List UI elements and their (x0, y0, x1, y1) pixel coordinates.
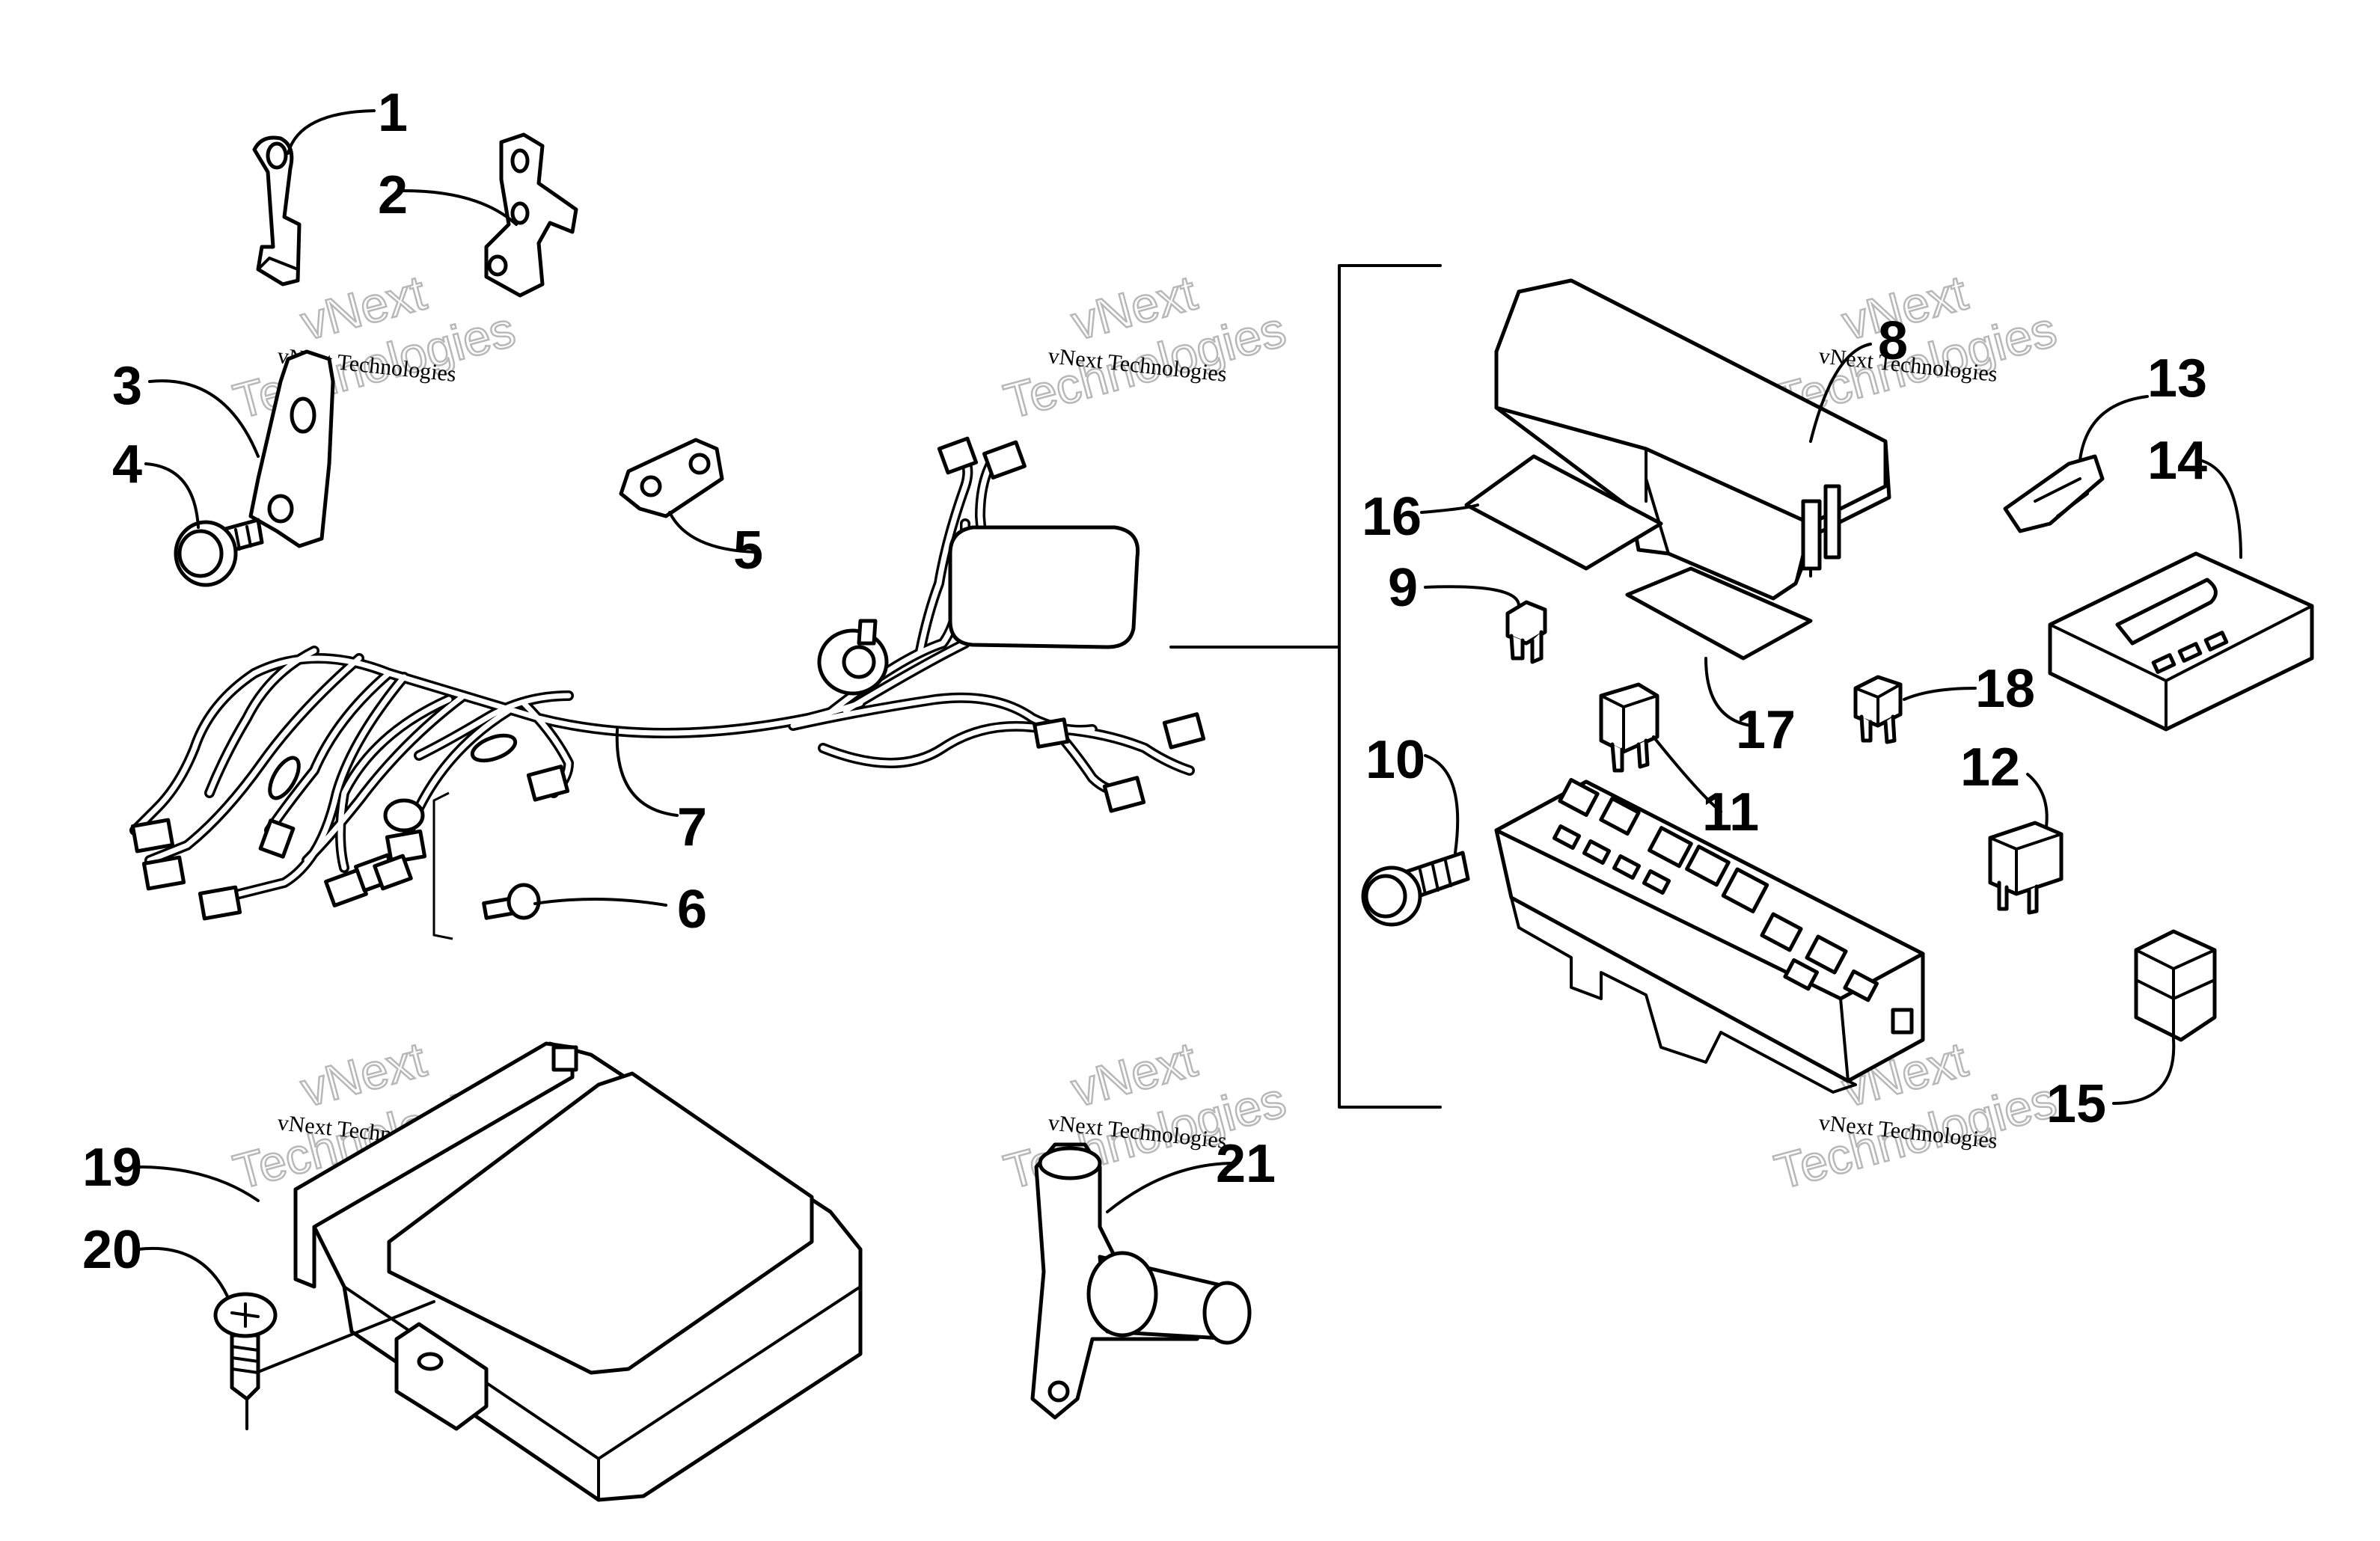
part-10-bolt (1361, 851, 1470, 927)
callout-11: 11 (1702, 782, 1759, 842)
leader-line-5 (668, 511, 757, 554)
part-14-fuse-tray (2048, 551, 2314, 732)
fuse-relay-block (1494, 777, 1925, 1094)
part-3-bracket (248, 349, 335, 548)
part-19-ecu-module (293, 1041, 863, 1502)
callout-2: 2 (378, 165, 408, 225)
part-7-wire-harness (129, 436, 1206, 921)
leader-line-10 (1424, 754, 1460, 854)
leader-line-13 (2078, 395, 2149, 462)
leader-line-15 (2112, 1038, 2176, 1105)
callout-5: 5 (733, 521, 763, 580)
part-16-label (1464, 454, 1663, 571)
part-6-bolt (432, 791, 541, 940)
callout-7: 7 (677, 797, 707, 857)
part-20-screw (213, 1292, 278, 1401)
leader-line-3 (148, 379, 260, 458)
leader-line-9 (1424, 585, 1520, 607)
callout-21: 21 (1216, 1134, 1276, 1194)
leader-line-4 (144, 462, 200, 529)
leader-line-11 (1652, 735, 1722, 813)
callout-19: 19 (82, 1138, 142, 1198)
part-21-sensor (1030, 1142, 1252, 1420)
leader-line-18 (1903, 687, 1977, 701)
callout-14: 14 (2147, 431, 2207, 491)
leader-line-6 (533, 897, 667, 907)
callout-8: 8 (1878, 311, 1908, 371)
callout-15: 15 (2046, 1074, 2106, 1134)
callout-17: 17 (1736, 700, 1796, 760)
part-18-relay (1853, 675, 1903, 744)
leader-line-19 (137, 1165, 260, 1202)
leader-line-2 (403, 189, 518, 226)
part-2-bracket (484, 132, 578, 298)
callout-12: 12 (1960, 738, 2020, 797)
leader-line-21 (1106, 1162, 1236, 1213)
callout-3: 3 (112, 356, 142, 416)
part-4-bolt (174, 518, 264, 587)
part-13-fuse-puller (2003, 454, 2105, 533)
callout-18: 18 (1975, 659, 2035, 719)
watermark-top-center: vNext Technologies vNext Technologies (997, 263, 1292, 430)
part-5-plate (619, 438, 724, 518)
callout-10: 10 (1365, 730, 1425, 790)
callout-9: 9 (1388, 558, 1418, 618)
part-1-bracket (252, 135, 302, 287)
part-9-fuse (1505, 600, 1547, 664)
assembly-bracket-line (1169, 264, 1442, 1109)
callout-20: 20 (82, 1220, 142, 1280)
part-8-fuse-box-cover (1494, 278, 1891, 601)
part-11-relay (1599, 682, 1659, 773)
leader-line-16 (1420, 503, 1479, 514)
part-15-connector (2134, 929, 2217, 1042)
callout-4: 4 (112, 435, 142, 494)
part-17-label (1625, 566, 1813, 661)
watermark-top-left: vNext Technologies vNext Technologies (227, 263, 521, 430)
leader-line-8 (1809, 343, 1872, 443)
callout-6: 6 (677, 880, 707, 940)
leader-line-14 (2198, 459, 2242, 559)
leader-line-20 (137, 1246, 230, 1299)
leader-line-17 (1704, 657, 1752, 727)
callout-13: 13 (2147, 349, 2207, 408)
part-12-relay (1988, 821, 2064, 915)
callout-16: 16 (1362, 487, 1422, 547)
leader-line-12 (2026, 773, 2049, 828)
leader-line-1 (287, 109, 376, 155)
callout-1: 1 (378, 83, 408, 143)
leader-line-7 (615, 728, 679, 817)
